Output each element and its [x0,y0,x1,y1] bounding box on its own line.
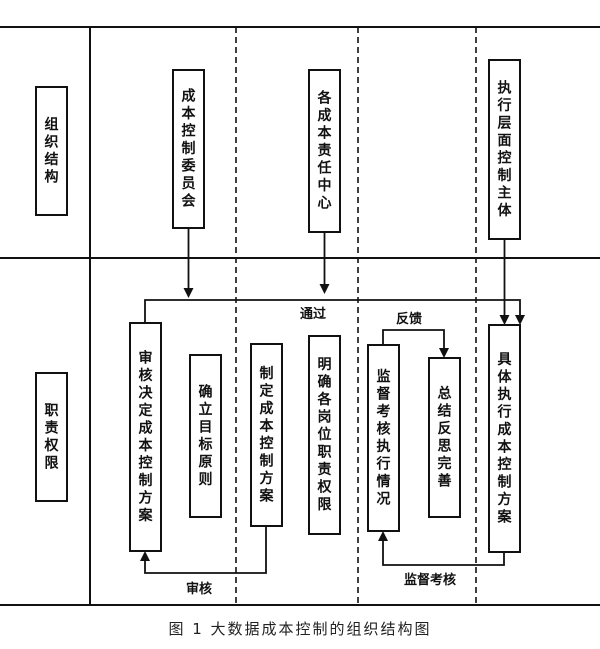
box-set-goals-principles: 确立目标原则 [189,354,222,518]
box-cost-responsibility-centers-text: 各成本责任中心 [317,90,333,212]
box-clarify-job-responsibilities-text: 明确各岗位职责权限 [317,357,333,513]
box-supervise-assess-execution: 监督考核执行情况 [367,344,400,532]
row-label-duties: 职责权限 [35,372,68,502]
box-cost-control-committee: 成本控制委员会 [172,69,205,229]
box-review-decide-plan: 审核决定成本控制方案 [129,322,162,552]
box-supervise-assess-execution-text: 监督考核执行情况 [376,368,391,508]
box-execute-plan: 具体执行成本控制方案 [488,324,521,553]
box-set-goals-principles-text: 确立目标原则 [198,383,213,488]
figure-caption: 图 1 大数据成本控制的组织结构图 [168,620,432,638]
box-execute-plan-text: 具体执行成本控制方案 [497,352,513,526]
box-summarize-reflect-improve-text: 总结反思完善 [438,385,452,490]
label-supervise: 监督考核 [404,572,456,588]
arrow-approve [144,299,525,325]
box-summarize-reflect-improve: 总结反思完善 [428,357,461,518]
box-cost-control-committee-text: 成本控制委员会 [181,88,197,210]
box-execution-level-subjects: 执行层面控制主体 [488,59,521,240]
label-feedback: 反馈 [396,311,422,327]
arrow-supervise [378,531,505,566]
box-review-decide-plan-text: 审核决定成本控制方案 [138,349,154,524]
arrows [140,228,525,574]
box-formulate-plan: 制定成本控制方案 [250,343,283,527]
frame [0,26,600,606]
label-approve: 通过 [300,306,326,322]
arrow-feedback [382,329,449,358]
box-cost-responsibility-centers: 各成本责任中心 [308,69,341,233]
box-execution-level-subjects-text: 执行层面控制主体 [497,79,513,219]
row-label-duties-text: 职责权限 [44,403,60,472]
row-label-organization-text: 组织结构 [45,116,59,186]
box-formulate-plan-text: 制定成本控制方案 [259,365,275,505]
label-review: 审核 [186,581,212,597]
row-label-organization: 组织结构 [35,86,68,216]
org-structure-diagram: 组织结构 职责权限 成本控制委员会 各成本责任中心 执行层面控制主体 审核决定成… [0,26,600,606]
arrow-review [140,526,267,574]
box-clarify-job-responsibilities: 明确各岗位职责权限 [308,335,341,535]
